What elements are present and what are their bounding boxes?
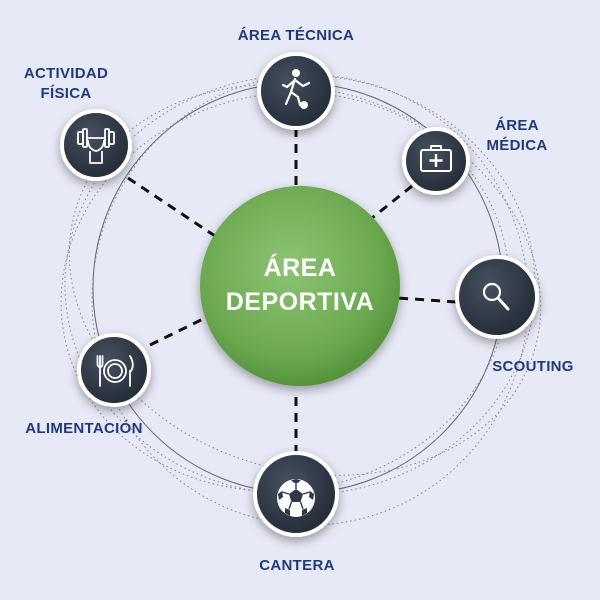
node-label-scouting: SCOUTING [492, 358, 574, 375]
connector-scouting [397, 296, 457, 304]
node-circle [77, 333, 151, 407]
orbit-ring [60, 92, 510, 492]
node-circle [257, 52, 335, 130]
node-label-tecnica: ÁREA TÉCNICA [238, 27, 354, 44]
plate-cutlery-icon [96, 355, 134, 387]
connectors [127, 128, 457, 454]
soccer-ball-icon [277, 479, 315, 517]
football-player-icon [281, 69, 311, 109]
dumbbell-fist-icon [77, 128, 115, 164]
node-cantera[interactable]: CANTERA [253, 451, 339, 574]
first-aid-kit-icon [420, 145, 452, 172]
center-circle [200, 186, 400, 386]
connector-medica [371, 184, 413, 220]
node-circle [60, 109, 132, 181]
node-area-tecnica[interactable]: ÁREA TÉCNICA [238, 27, 354, 130]
node-actividad-fisica[interactable]: ACTIVIDAD FÍSICA [24, 65, 132, 181]
orbit-ring [68, 84, 542, 476]
node-area-medica[interactable]: ÁREA MÉDICA [402, 117, 548, 195]
node-label-actividad-1: ACTIVIDAD [24, 65, 108, 82]
node-alimentacion[interactable]: ALIMENTACIÓN [25, 333, 151, 437]
node-label-actividad-2: FÍSICA [41, 85, 92, 102]
connector-alimentacion [149, 316, 206, 347]
center-title-line2: DEPORTIVA [226, 288, 375, 316]
node-label-medica-1: ÁREA [495, 117, 539, 134]
center-node: ÁREA DEPORTIVA [200, 186, 400, 386]
connector-actividad [127, 176, 219, 240]
center-title-line1: ÁREA [264, 253, 337, 282]
node-label-cantera: CANTERA [259, 557, 334, 574]
node-label-alimentacion: ALIMENTACIÓN [25, 419, 142, 437]
node-label-medica-2: MÉDICA [487, 137, 548, 154]
node-scouting[interactable]: SCOUTING [455, 255, 574, 375]
magnifier-icon [482, 282, 510, 311]
